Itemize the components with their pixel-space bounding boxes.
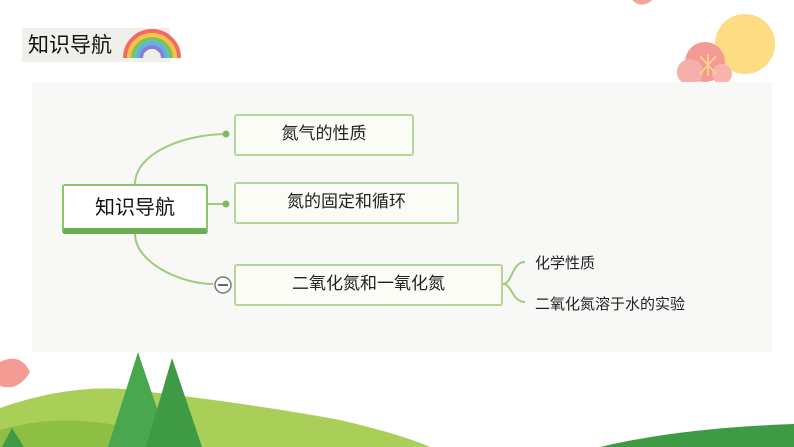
mindmap-branch-node[interactable]: 氮的固定和循环	[234, 182, 459, 224]
mindmap-leaf-node[interactable]: 二氧化氮溶于水的实验	[535, 295, 686, 313]
connector-branch-1	[134, 133, 229, 185]
connector-leaf-2	[502, 283, 526, 303]
section-title: 知识导航	[22, 28, 170, 62]
connector-dot	[222, 130, 230, 138]
connector-leaf-1	[502, 261, 526, 285]
sun-shape	[715, 14, 775, 74]
minus-circle-icon[interactable]	[213, 275, 233, 295]
mindmap-branch-node[interactable]: 氮气的性质	[234, 114, 414, 156]
connector-branch-3	[134, 233, 214, 285]
connector-dot	[222, 200, 230, 208]
mindmap-root-node[interactable]: 知识导航	[62, 184, 208, 234]
rainbow-icon	[123, 29, 181, 59]
mindmap-leaf-node[interactable]: 化学性质	[535, 254, 596, 272]
mindmap-branch-node[interactable]: 二氧化氮和一氧化氮	[234, 264, 503, 306]
petal-shape	[0, 358, 30, 388]
